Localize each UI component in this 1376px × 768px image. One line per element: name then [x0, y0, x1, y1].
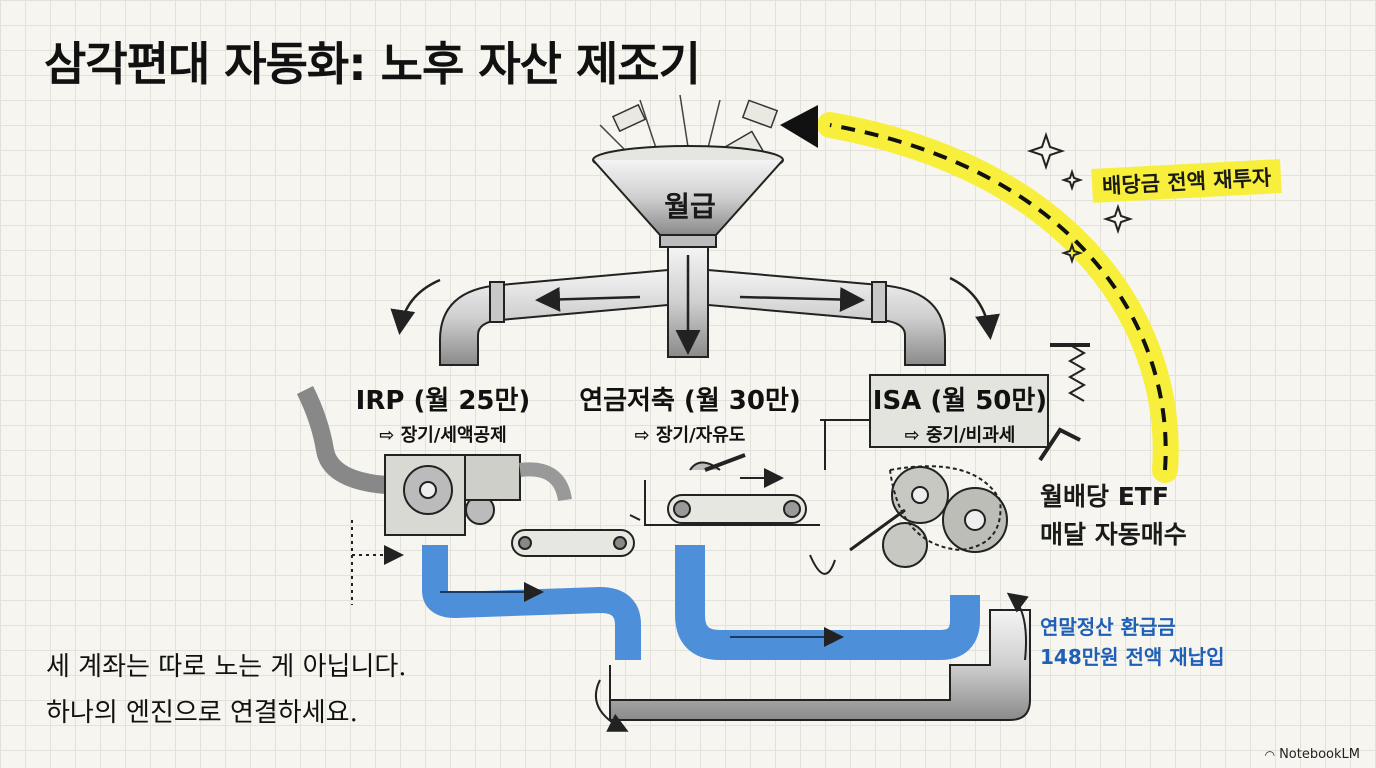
- footer-line2: 하나의 엔진으로 연결하세요.: [46, 698, 358, 728]
- notebooklm-logo-icon: ◠: [1264, 747, 1276, 762]
- reinvest-arrow: [780, 105, 1179, 483]
- account-desc: ⇨ 장기/세액공제: [379, 425, 507, 446]
- account-isa: ISA (월 50만) ⇨ 중기/비과세: [862, 380, 1058, 447]
- refund-pipe: [422, 545, 980, 660]
- arrowhead-icon: [780, 105, 818, 148]
- etf-line2: 매달 자동매수: [1040, 520, 1187, 549]
- drain-pipe: [609, 609, 1031, 721]
- footer-line1: 세 계좌는 따로 노는 게 아닙니다.: [46, 652, 407, 682]
- account-desc: ⇨ 장기/자유도: [634, 425, 746, 446]
- pension-machine: [644, 419, 870, 575]
- irp-machine: [296, 385, 635, 557]
- refund-line2: 148만원 전액 재납입: [1040, 645, 1225, 669]
- account-irp: IRP (월 25만) ⇨ 장기/세액공제: [338, 380, 548, 447]
- distribution-pipes: [439, 246, 946, 366]
- refund-line1: 연말정산 환급금: [1040, 615, 1176, 639]
- sparkle-icon: [1026, 131, 1134, 265]
- account-name: 연금저축 (월 30만): [579, 386, 801, 416]
- account-name: ISA (월 50만): [872, 386, 1048, 416]
- page-title: 삼각편대 자동화: 노후 자산 제조기: [44, 37, 701, 91]
- account-pension: 연금저축 (월 30만) ⇨ 장기/자유도: [570, 380, 810, 447]
- brand-watermark: ◠ NotebookLM: [1265, 747, 1360, 762]
- brand-name: NotebookLM: [1279, 747, 1360, 762]
- etf-line1: 월배당 ETF: [1040, 482, 1169, 511]
- salary-funnel: [592, 145, 784, 248]
- account-desc: ⇨ 중기/비과세: [904, 425, 1016, 446]
- refund-label: 연말정산 환급금 148만원 전액 재납입: [1040, 612, 1224, 672]
- funnel-label: 월급: [664, 190, 716, 223]
- etf-label: 월배당 ETF 매달 자동매수: [1040, 478, 1187, 554]
- account-name: IRP (월 25만): [355, 386, 531, 416]
- footer-message: 세 계좌는 따로 노는 게 아닙니다. 하나의 엔진으로 연결하세요.: [46, 644, 407, 736]
- isa-machine: [849, 343, 1090, 568]
